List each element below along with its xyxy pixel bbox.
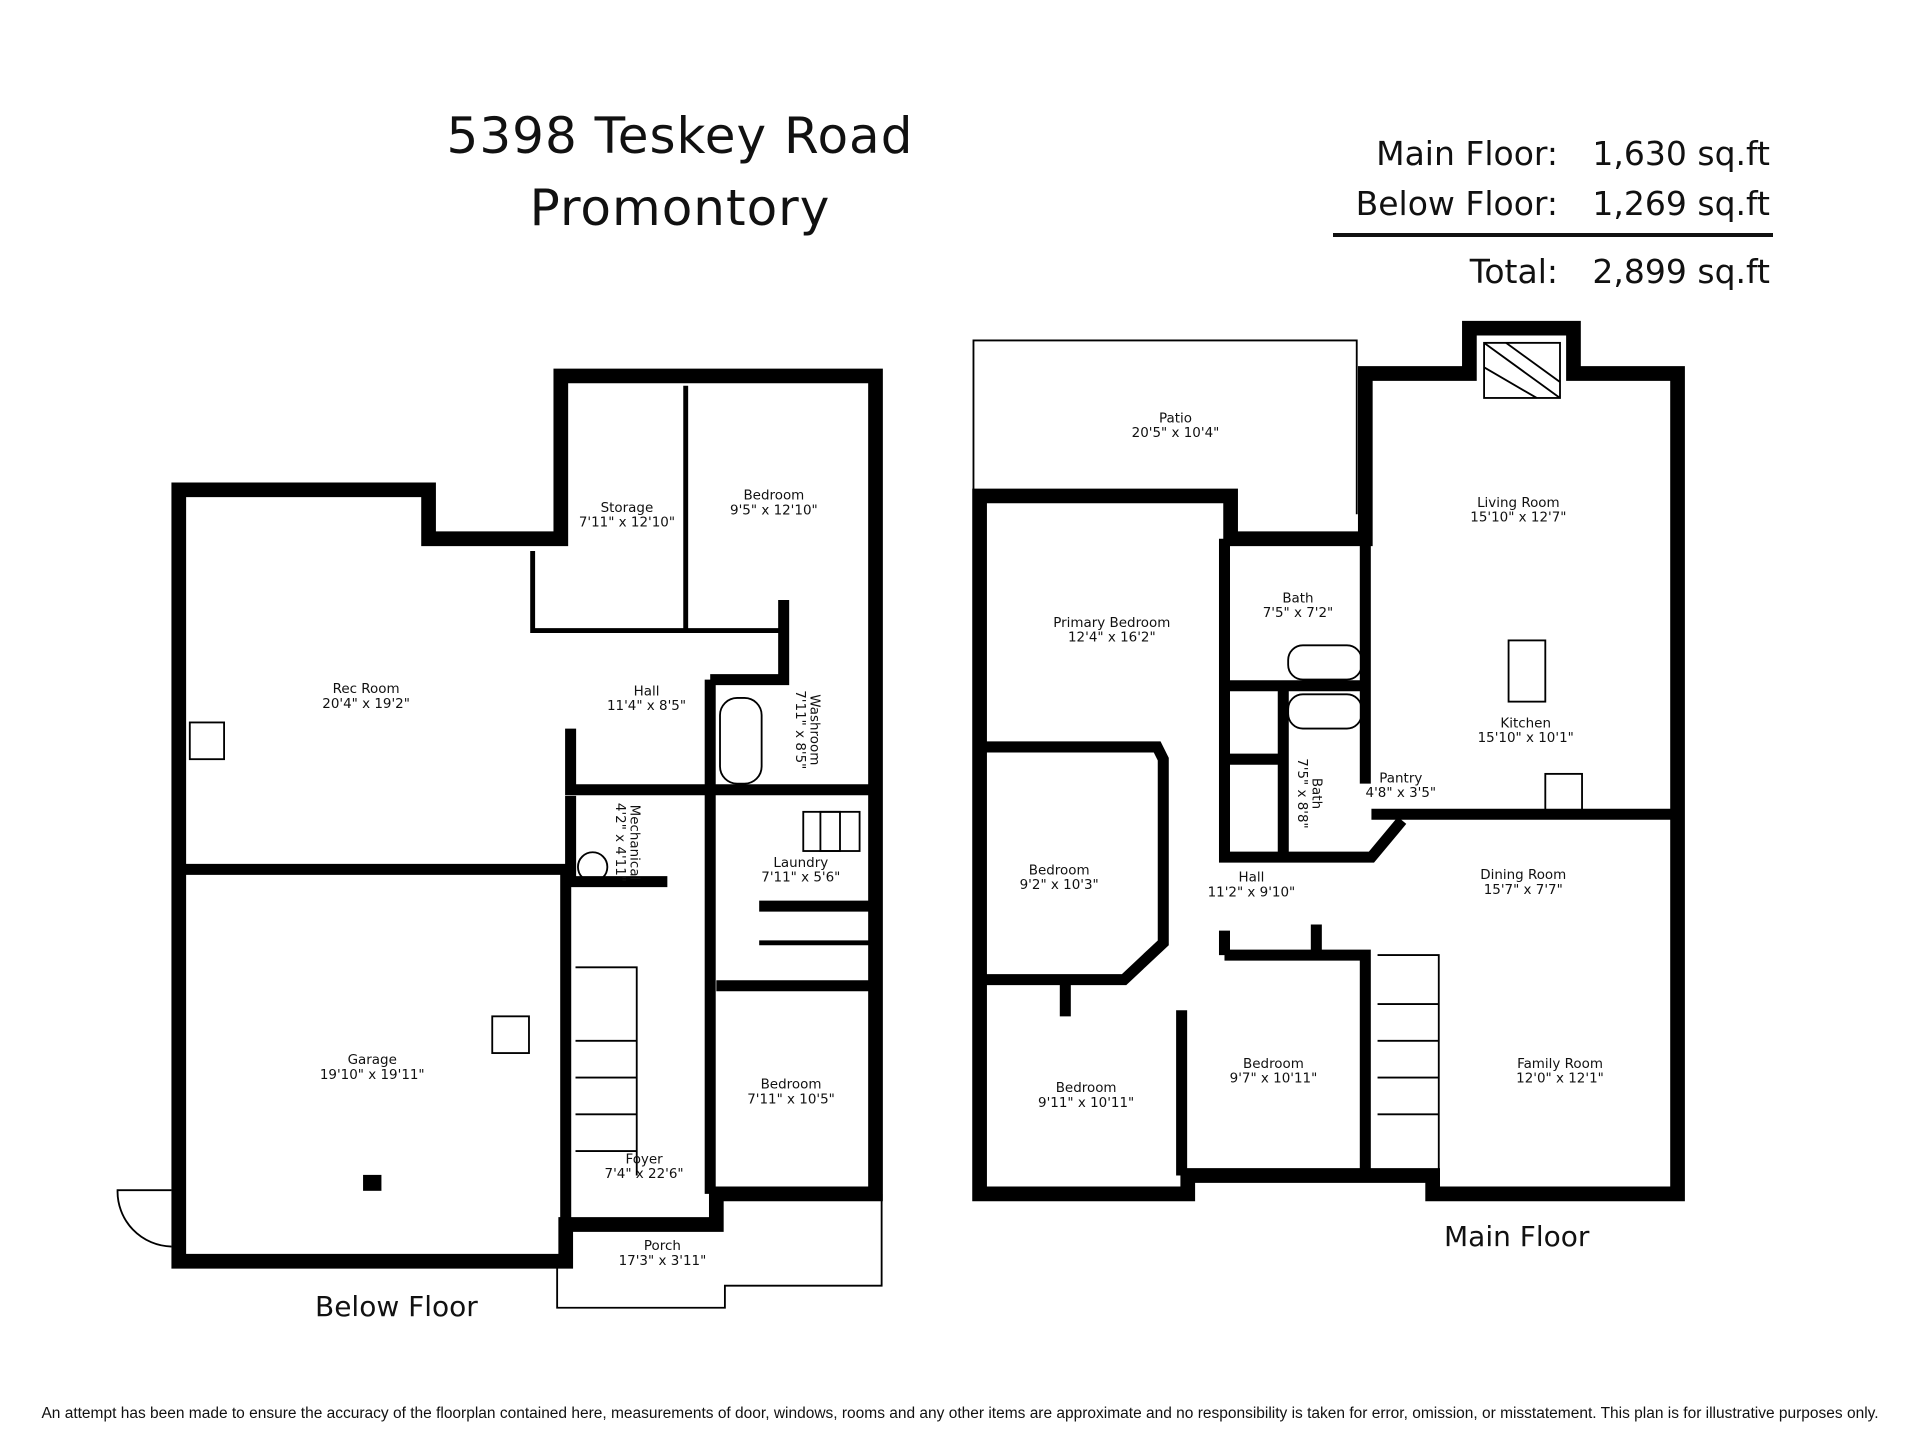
- room-name: Bedroom: [1056, 1081, 1117, 1096]
- room-name: Rec Room: [333, 682, 400, 697]
- room-name: Living Room: [1477, 496, 1560, 511]
- room-name: Primary Bedroom: [1053, 616, 1170, 631]
- washer: [802, 810, 841, 852]
- stove: [1544, 772, 1583, 812]
- garage-fixture: [491, 1015, 530, 1054]
- patio-outline: [972, 339, 1358, 515]
- room-dims: 7'5" x 8'8": [1294, 758, 1309, 829]
- room-dims: 9'7" x 10'11": [1230, 1071, 1318, 1086]
- room-dims: 11'2" x 9'10": [1208, 885, 1296, 900]
- room-dims: 12'4" x 16'2": [1068, 631, 1156, 646]
- address: 5398 Teskey Road: [446, 107, 914, 165]
- room-name: Hall: [1239, 871, 1265, 886]
- bathtub-lower: [1287, 693, 1363, 730]
- room-dims: 7'11" x 8'5": [792, 690, 807, 769]
- room-name: Family Room: [1517, 1057, 1603, 1072]
- dryer: [819, 810, 861, 852]
- room-name: Washroom: [807, 694, 822, 765]
- room-name: Porch: [644, 1239, 681, 1254]
- room-dims: 7'11" x 5'6": [761, 871, 840, 886]
- room-name: Bath: [1309, 778, 1324, 809]
- below-floor-plan: [116, 368, 883, 1309]
- below-interior-walls: [178, 600, 876, 1262]
- total-area-value: 2,899 sq.ft: [1592, 251, 1770, 291]
- property-title: 5398 Teskey Road Promontory: [380, 100, 980, 244]
- area-summary: Main Floor: 1,630 sq.ft Below Floor: 1,2…: [1330, 128, 1770, 228]
- bathtub-upper: [1287, 644, 1363, 681]
- room-name: Bath: [1282, 591, 1313, 606]
- below-thin-walls: [530, 385, 876, 946]
- divider: [1333, 233, 1773, 237]
- room-dims: 11'4" x 8'5": [607, 699, 686, 714]
- below-floor-label: Below Floor: [315, 1290, 478, 1323]
- room-name: Laundry: [773, 856, 828, 871]
- below-floor-area-label: Below Floor:: [1355, 183, 1558, 223]
- garage-side-door: [116, 1189, 172, 1248]
- room-dims: 4'8" x 3'5": [1366, 786, 1437, 801]
- room-dims: 4'2" x 4'11": [612, 803, 627, 882]
- room-dims: 20'5" x 10'4": [1132, 426, 1220, 441]
- main-floor-label: Main Floor: [1444, 1220, 1590, 1253]
- main-floor-area: Main Floor: 1,630 sq.ft: [1330, 128, 1770, 178]
- room-dims: 7'11" x 12'10": [579, 516, 675, 531]
- room-dims: 15'10" x 10'1": [1478, 731, 1574, 746]
- fireplace: [1483, 341, 1561, 399]
- main-floor-plan: [972, 320, 1685, 1202]
- room-dims: 12'0" x 12'1": [1516, 1071, 1604, 1086]
- room-name: Bedroom: [761, 1078, 822, 1093]
- room-name: Bedroom: [1243, 1057, 1304, 1072]
- room-dims: 9'11" x 10'11": [1038, 1096, 1134, 1111]
- below-floor-area-value: 1,269 sq.ft: [1592, 183, 1770, 223]
- room-name: Bedroom: [743, 489, 804, 504]
- room-dims: 17'3" x 3'11": [619, 1254, 707, 1269]
- room-name: Storage: [601, 501, 654, 516]
- main-interior-walls: [979, 373, 1678, 1176]
- disclaimer: An attempt has been made to ensure the a…: [41, 1405, 1879, 1422]
- total-area-label: Total:: [1469, 251, 1558, 291]
- area-name: Promontory: [529, 179, 831, 237]
- below-floor-area: Below Floor: 1,269 sq.ft: [1330, 178, 1770, 228]
- room-name: Dining Room: [1480, 868, 1566, 883]
- room-name: Patio: [1159, 411, 1192, 426]
- room-dims: 20'4" x 19'2": [322, 697, 410, 712]
- fireplace: [188, 721, 225, 761]
- main-stairs: [1377, 954, 1440, 1176]
- garage-post: [363, 1174, 382, 1191]
- room-dims: 9'5" x 12'10": [730, 503, 818, 518]
- main-outer-walls: [972, 320, 1685, 1202]
- room-name: Kitchen: [1500, 716, 1551, 731]
- room-dims: 9'2" x 10'3": [1020, 878, 1099, 893]
- room-dims: 7'11" x 10'5": [747, 1092, 835, 1107]
- room-dims: 7'5" x 7'2": [1263, 606, 1334, 621]
- room-name: Bedroom: [1029, 863, 1090, 878]
- porch-outline: [556, 1193, 883, 1309]
- room-name: Garage: [348, 1053, 397, 1068]
- room-dims: 19'10" x 19'11": [320, 1068, 425, 1083]
- main-floor-area-label: Main Floor:: [1376, 133, 1558, 173]
- bathtub: [719, 697, 763, 785]
- room-dims: 15'7" x 7'7": [1484, 883, 1563, 898]
- room-name: Hall: [634, 685, 660, 700]
- room-dims: 7'4" x 22'6": [605, 1167, 684, 1182]
- room-name: Mechanical: [627, 805, 642, 881]
- main-floor-area-value: 1,630 sq.ft: [1592, 133, 1770, 173]
- room-name: Pantry: [1379, 771, 1422, 786]
- kitchen-island: [1507, 639, 1547, 703]
- total-area: Total: 2,899 sq.ft: [1330, 246, 1770, 296]
- room-name: Foyer: [625, 1152, 663, 1167]
- stairs: [575, 966, 638, 1176]
- water-heater: [577, 851, 609, 883]
- room-labels: Storage 7'11" x 12'10" Bedroom 9'5" x 12…: [320, 411, 1604, 1268]
- room-dims: 15'10" x 12'7": [1470, 511, 1566, 526]
